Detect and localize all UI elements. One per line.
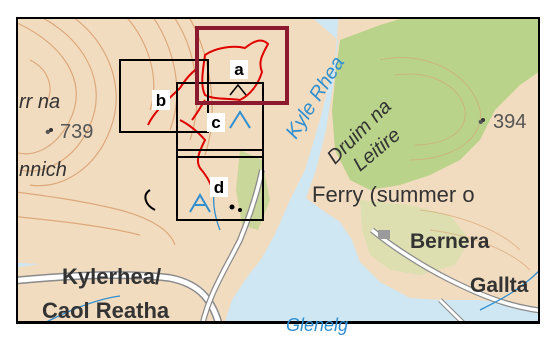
label-height-394: 394 [493, 111, 526, 133]
box-d-label: d [214, 178, 224, 197]
box-d-label-bg [210, 177, 228, 197]
box-b-label-bg [152, 90, 170, 110]
height-dot-394 [481, 118, 485, 122]
box-a-label-bg [230, 60, 248, 79]
contour-lines-east [379, 56, 531, 271]
woodland-area-south [360, 200, 470, 275]
margin-left [0, 0, 16, 337]
margin-bottom [0, 323, 556, 337]
height-739-dot-glyph: • [45, 124, 51, 141]
spot-marker-2 [238, 208, 242, 212]
box-a[interactable] [195, 26, 289, 105]
box-a-label: a [234, 60, 244, 79]
label-glenelg: Glenelg [286, 315, 348, 335]
box-d[interactable] [176, 149, 264, 221]
roads [0, 169, 556, 337]
label-galltair: Gallta [470, 274, 529, 297]
label-coire: rr na [19, 91, 60, 113]
label-ferry: Ferry (summer o [312, 182, 475, 207]
ferry-pier [378, 230, 390, 239]
sea-channel [220, 0, 556, 337]
box-b[interactable] [119, 59, 209, 133]
label-coire-2: nnich [19, 159, 67, 181]
bend-arrow-icon [144, 189, 156, 211]
margin-right [540, 0, 556, 337]
margin-top [0, 0, 556, 18]
box-b-label: b [156, 91, 166, 110]
box-c-label: c [211, 113, 220, 132]
label-bernera: Bernera [410, 230, 490, 253]
map-outline [16, 17, 540, 324]
contour-lines [0, 0, 213, 246]
survey-boxes [119, 26, 289, 221]
height-394-dot-glyph: • [478, 114, 484, 131]
label-height-739: 739 [60, 121, 93, 143]
box-c-label-bg [207, 113, 225, 132]
label-caol-reatha: Caol Reatha [42, 298, 170, 323]
pylon-icon [189, 110, 251, 213]
spot-marker [229, 204, 235, 210]
pylon-icon-black [229, 83, 247, 96]
box-c[interactable] [176, 82, 264, 158]
label-kylerhea: Kylerhea/ [62, 264, 161, 289]
woodland-area [332, 5, 556, 190]
height-dot-739 [49, 128, 53, 132]
